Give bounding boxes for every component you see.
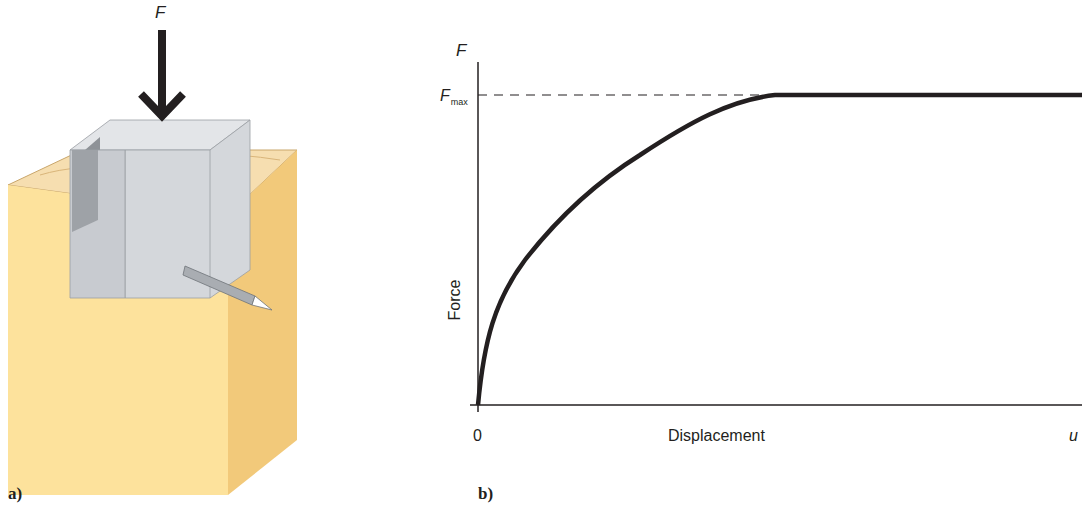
fmax-label: F <box>440 88 450 104</box>
axis-label: u <box>1069 428 1078 444</box>
y-axis <box>477 62 479 412</box>
nail-tip <box>252 296 272 310</box>
force-label: F <box>155 4 165 21</box>
fmax-line <box>478 94 780 95</box>
bracket-side <box>70 150 125 298</box>
axis-label: F <box>456 42 466 59</box>
force-curve <box>478 95 1082 405</box>
x-axis <box>470 404 1082 406</box>
tick-label: 0 <box>473 428 482 444</box>
panel-label: b) <box>478 485 493 502</box>
panel-label: a) <box>8 485 22 502</box>
force-arrowhead <box>141 94 183 116</box>
fmax-subscript: max <box>451 98 468 107</box>
axis-title: Force <box>447 280 463 321</box>
force-arrow <box>158 30 166 112</box>
nail <box>183 266 255 305</box>
axis-title: Displacement <box>668 428 765 444</box>
